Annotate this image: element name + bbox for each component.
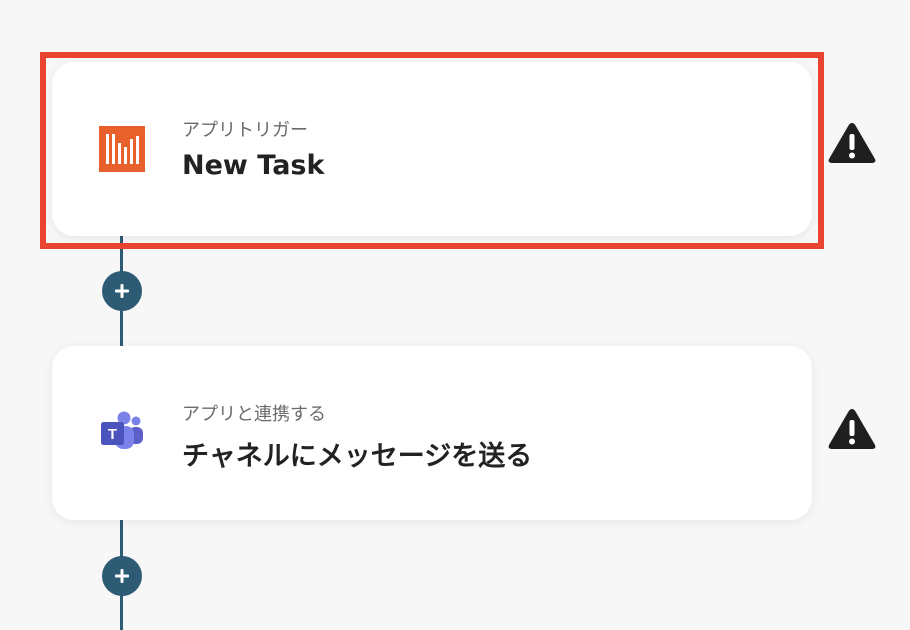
step-title: チャネルにメッセージを送る: [182, 441, 533, 472]
svg-text:T: T: [108, 426, 117, 443]
microsoft-teams-icon: T: [98, 409, 146, 457]
step-card-trigger[interactable]: アプリトリガー New Task: [52, 62, 812, 236]
warning-triangle-icon[interactable]: [826, 406, 878, 452]
step-type-label: アプリトリガー: [182, 120, 308, 141]
step-title: New Task: [182, 150, 325, 181]
plus-icon: [115, 284, 129, 298]
step-card-action[interactable]: T アプリと連携する チャネルにメッセージを送る: [52, 346, 812, 520]
add-step-button[interactable]: [102, 556, 142, 596]
warning-triangle-icon[interactable]: [826, 120, 878, 166]
add-step-button[interactable]: [102, 271, 142, 311]
plus-icon: [115, 569, 129, 583]
manual-app-icon: [98, 125, 146, 173]
step-type-label: アプリと連携する: [182, 404, 326, 425]
